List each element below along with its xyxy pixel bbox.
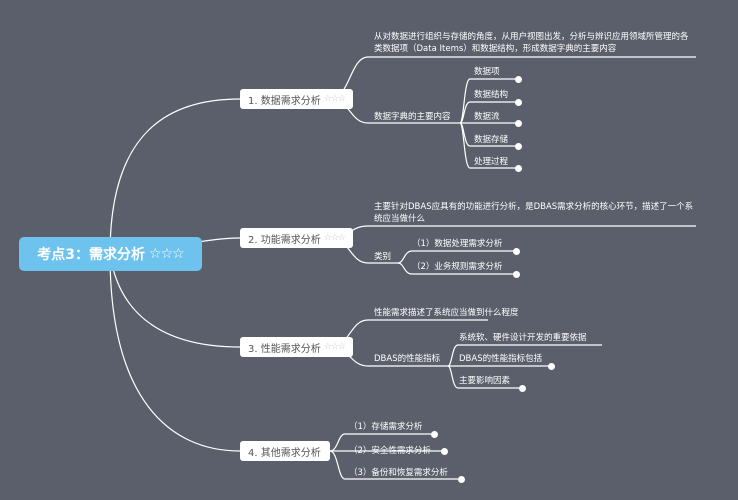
expand-dot-icon[interactable]	[515, 143, 522, 150]
expand-dot-icon[interactable]	[513, 248, 520, 255]
branch-label: 4. 其他需求分析	[248, 447, 321, 459]
subtopic-data-item[interactable]: 数据项	[474, 67, 500, 77]
subtopic-key-factors[interactable]: 主要影响因素	[459, 376, 511, 386]
branch-other-requirements[interactable]: 4. 其他需求分析	[240, 441, 330, 461]
subtopic-data-flow[interactable]: 数据流	[474, 112, 500, 122]
topic-backup-recovery[interactable]: （3）备份和恢复需求分析	[349, 468, 448, 478]
expand-dot-icon[interactable]	[515, 76, 522, 83]
expand-dot-icon[interactable]	[458, 476, 465, 483]
subtopic-indicators-include[interactable]: DBAS的性能指标包括	[459, 354, 543, 364]
topic-function-description[interactable]: 主要针对DBAS应具有的功能进行分析，是DBAS需求分析的核心环节，描述了一个系…	[374, 202, 694, 224]
expand-dot-icon[interactable]	[515, 99, 522, 106]
branch-label: 1. 数据需求分析	[248, 95, 321, 107]
subtopic-business-rules[interactable]: （2）业务规则需求分析	[412, 262, 503, 272]
topic-category[interactable]: 类别	[374, 252, 392, 262]
topic-performance-description[interactable]: 性能需求描述了系统应当做到什么程度	[374, 308, 519, 318]
expand-dot-icon[interactable]	[513, 271, 520, 278]
subtopic-design-basis[interactable]: 系统软、硬件设计开发的重要依据	[459, 333, 587, 343]
topic-data-description[interactable]: 从对数据进行组织与存储的角度，从用户视图出发，分析与辨识应用领域所管理的各类数据…	[374, 32, 689, 54]
root-topic[interactable]: 考点3：需求分析 ☆☆☆	[19, 237, 202, 271]
subtopic-data-store[interactable]: 数据存储	[474, 135, 509, 145]
branch-stars: ☆☆☆	[323, 233, 346, 243]
expand-dot-icon[interactable]	[431, 431, 438, 438]
branch-performance-requirements[interactable]: 3. 性能需求分析 ☆☆☆	[240, 337, 353, 357]
expand-dot-icon[interactable]	[515, 165, 522, 172]
branch-data-requirements[interactable]: 1. 数据需求分析 ☆☆☆	[240, 89, 353, 109]
expand-dot-icon[interactable]	[548, 363, 555, 370]
expand-dot-icon[interactable]	[519, 385, 526, 392]
expand-dot-icon[interactable]	[441, 448, 448, 455]
branch-stars: ☆☆☆	[323, 342, 346, 352]
branch-stars: ☆☆☆	[323, 94, 346, 104]
branch-label: 2. 功能需求分析	[248, 234, 321, 246]
topic-data-dictionary[interactable]: 数据字典的主要内容	[374, 112, 451, 122]
expand-dot-icon[interactable]	[515, 120, 522, 127]
branch-function-requirements[interactable]: 2. 功能需求分析 ☆☆☆	[240, 228, 353, 248]
subtopic-data-processing[interactable]: （1）数据处理需求分析	[412, 239, 503, 249]
topic-storage[interactable]: （1）存储需求分析	[349, 422, 423, 432]
topic-security[interactable]: （2）安全性需求分析	[349, 446, 431, 456]
subtopic-process[interactable]: 处理过程	[474, 157, 509, 167]
root-stars: ☆☆☆	[149, 246, 185, 262]
topic-performance-indicators[interactable]: DBAS的性能指标	[374, 354, 441, 364]
subtopic-data-structure[interactable]: 数据结构	[474, 90, 509, 100]
branch-label: 3. 性能需求分析	[248, 343, 321, 355]
root-label: 考点3：需求分析	[37, 247, 146, 263]
